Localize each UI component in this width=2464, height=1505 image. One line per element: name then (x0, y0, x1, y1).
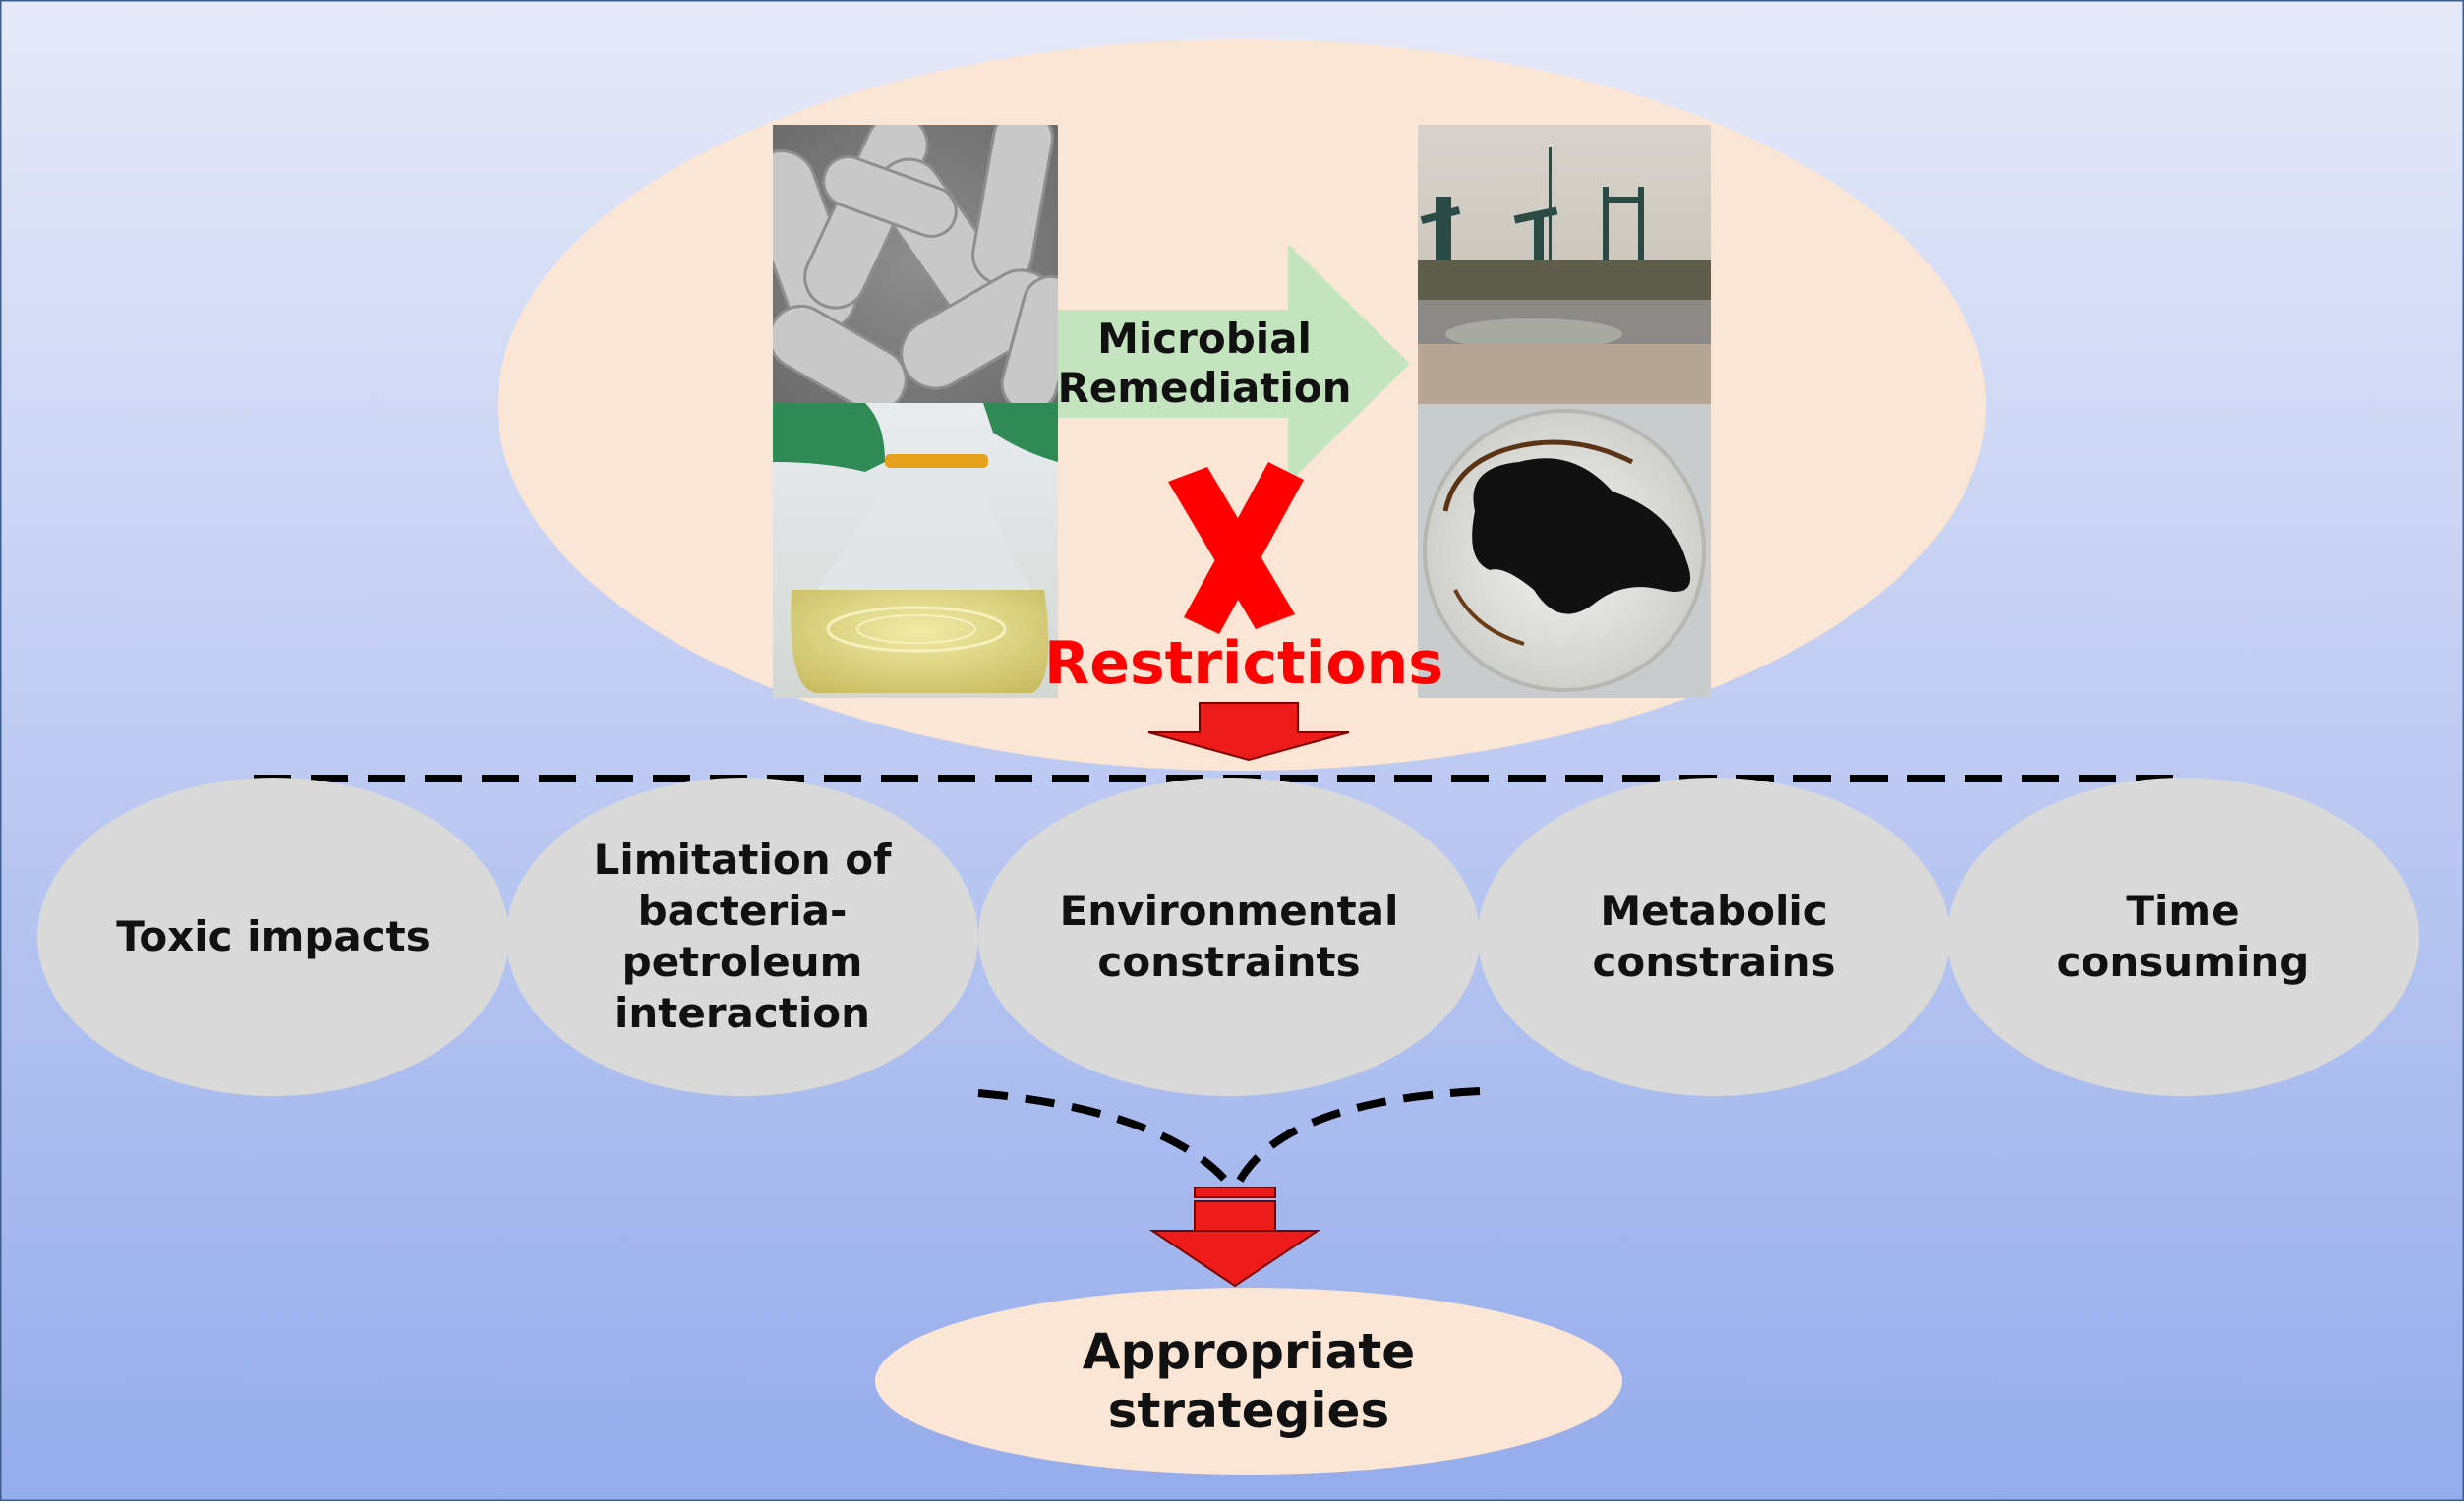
petri-dish-image (1418, 404, 1711, 698)
oilfield-image (1418, 125, 1711, 404)
flask-image (773, 403, 1058, 698)
restriction-ellipse-1 (37, 778, 509, 1096)
converging-dashed-curve-right (1232, 1087, 1481, 1189)
red-x-mark (1168, 462, 1304, 634)
restriction-ellipse-4 (1478, 778, 1950, 1096)
sem-bacteria-image (773, 125, 1058, 403)
restriction-ellipse-5 (1947, 778, 2419, 1096)
outcome-ellipse (875, 1288, 1622, 1475)
converging-dashed-curve-left (977, 1089, 1236, 1190)
restriction-ellipse-2 (506, 778, 978, 1096)
restrictions-down-arrow (1147, 702, 1350, 762)
restriction-ellipse-3 (978, 778, 1480, 1096)
outcome-down-arrow (1148, 1187, 1321, 1288)
process-arrow (1058, 244, 1410, 484)
